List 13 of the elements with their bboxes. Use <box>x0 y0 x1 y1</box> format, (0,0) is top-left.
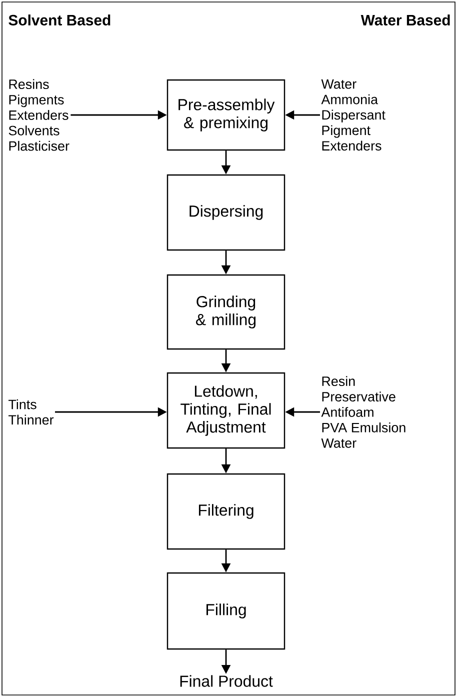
process-box: Pre-assembly & premixing <box>166 79 286 151</box>
output-label: Final Product <box>180 675 273 687</box>
ingredient-list: Resin Preservative Antifoam PVA Emulsion Water <box>321 376 406 448</box>
process-box: Grinding & milling <box>166 274 286 350</box>
process-box: Filling <box>166 572 286 650</box>
heading: Water Based <box>360 14 450 26</box>
heading: Solvent Based <box>8 14 110 26</box>
ingredient-list: Tints Thinner <box>8 399 54 425</box>
process-box: Filtering <box>166 473 286 550</box>
ingredient-list: Water Ammonia Dispersant Pigment Extenders <box>321 79 386 151</box>
ingredient-list: Resins Pigments Extenders Solvents Plasticiser <box>8 79 70 151</box>
process-box: Letdown, Tinting, Final Adjustment <box>166 372 286 449</box>
process-box: Dispersing <box>166 174 286 251</box>
